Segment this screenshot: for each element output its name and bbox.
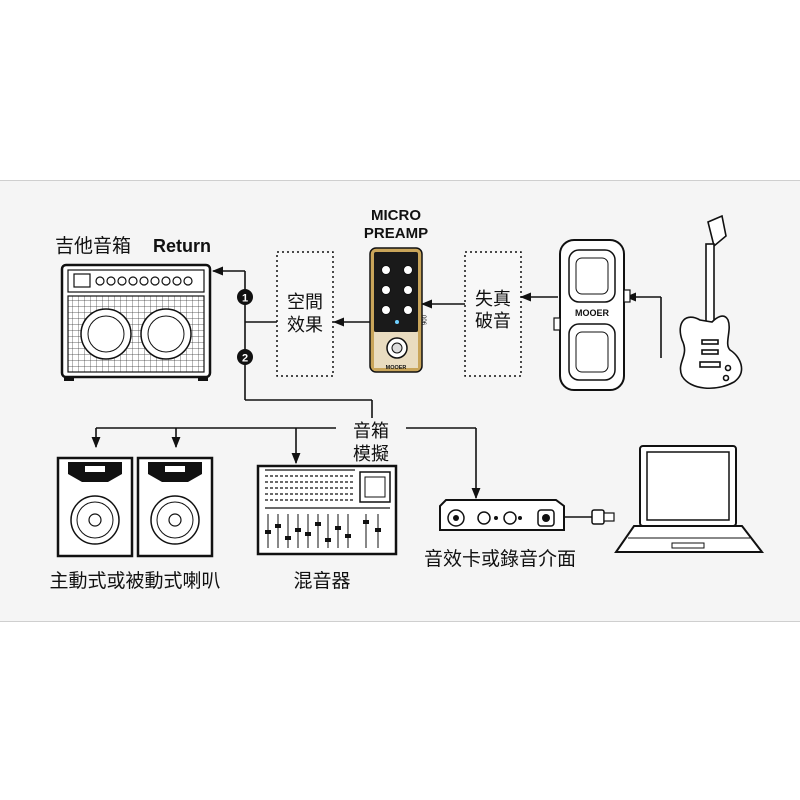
speakers-label: 主動式或被動式喇叭 [49,570,220,592]
laptop-icon [614,445,765,553]
space-effects-box [276,251,334,377]
preamp-label: PREAMP [364,225,428,242]
mixer-icon [256,464,398,556]
return-label: Return [153,236,211,256]
cab-sim-label-1: 音箱 [353,421,389,442]
cab-sim-label-2: 模擬 [353,444,389,465]
signal-lines [91,266,662,500]
amp-label: 吉他音箱 [55,235,131,257]
svg-text:MOOER: MOOER [386,365,407,371]
speaker-icon [136,456,214,558]
micro-label: MICRO [371,207,421,224]
svg-text:006: 006 [420,315,426,326]
svg-text:MOOER: MOOER [575,308,610,318]
distortion-box [464,251,522,377]
audio-interface-icon [439,499,615,531]
guitar-amp-icon [60,263,212,381]
space-effects-label-1: 空間 [287,292,323,313]
distortion-label-2: 破音 [475,311,511,332]
svg-text:2: 2 [242,353,248,365]
space-effects-label-2: 效果 [287,315,323,336]
expression-pedal-icon: MOOER [553,239,631,391]
micro-preamp-icon: MOOER 006 [369,247,426,373]
interface-label: 音效卡或錄音介面 [424,548,576,570]
svg-text:1: 1 [242,293,248,305]
badge-1: 1 [237,289,253,305]
speaker-icon [56,456,134,558]
badge-2: 2 [237,349,253,365]
mixer-label: 混音器 [293,570,350,592]
electric-guitar-icon [679,214,743,389]
distortion-label-1: 失真 [475,289,511,310]
